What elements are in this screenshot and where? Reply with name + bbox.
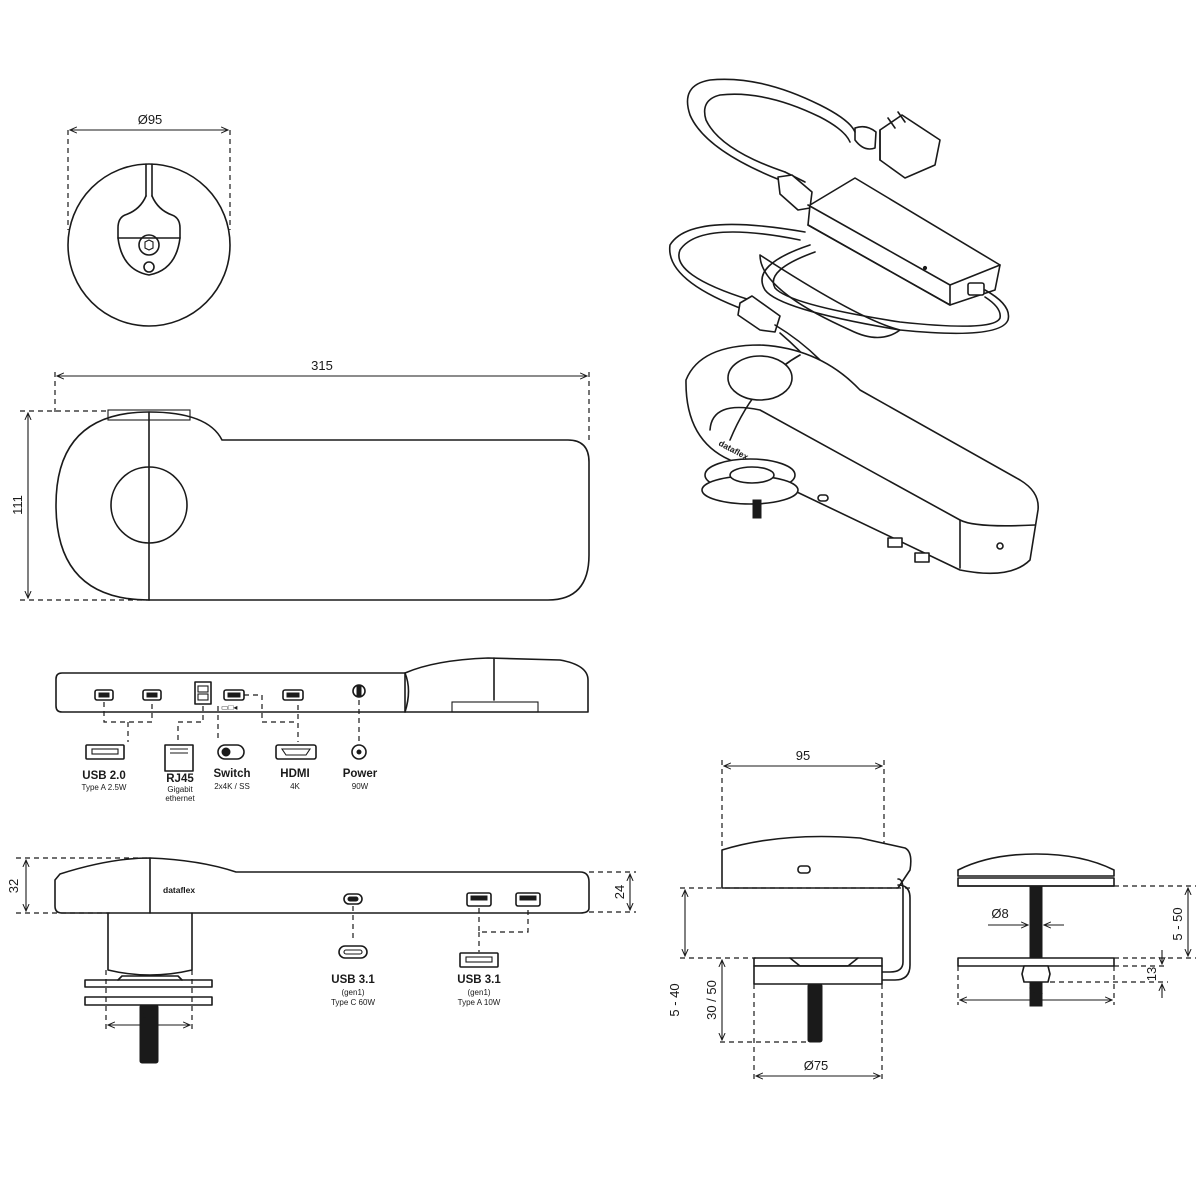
rj45-detail-1: Gigabit	[167, 785, 193, 794]
side-ports-height-label: 24	[612, 885, 627, 899]
hdmi-label: HDMI	[280, 768, 309, 780]
hdmi-port-2	[282, 689, 304, 701]
desk-thickness-label: 5 - 40	[667, 983, 682, 1016]
rj45-port	[194, 681, 212, 705]
height-label: 111	[10, 495, 25, 515]
clamp-width-label: 95	[796, 748, 810, 763]
hdmi-port-1: ▭□◂	[221, 689, 245, 712]
top-diameter-label: Ø95	[138, 112, 163, 127]
usb2-port-1	[94, 689, 114, 701]
clamp-diameter-label: Ø75	[804, 1058, 829, 1073]
usbc-detail: Type C 60W	[331, 998, 375, 1007]
usb3-gen: (gen1)	[467, 988, 490, 997]
plan-view: 315 111	[10, 358, 590, 601]
usb3-detail: Type A 10W	[458, 998, 501, 1007]
grommet-range-label: 5 - 50	[1170, 907, 1185, 940]
usb3-port-2	[515, 892, 541, 907]
power-label: Power	[343, 768, 378, 780]
hdmi-detail: 4K	[290, 782, 300, 791]
usb2-detail: Type A 2.5W	[82, 783, 127, 792]
clamp-view: 95 5 - 40 30 / 50 Ø75	[667, 748, 912, 1080]
usb3-port-1	[466, 892, 492, 907]
bolt-diameter-label: Ø8	[991, 906, 1008, 921]
svg-text:▭□◂: ▭□◂	[221, 703, 237, 712]
brand-logo: dataflex	[163, 885, 195, 895]
usbc-label: USB 3.1	[331, 974, 375, 986]
plate-thickness-label: 13	[1144, 967, 1159, 981]
usb3-label: USB 3.1	[457, 974, 501, 986]
plate-width-label: 91	[1029, 982, 1043, 997]
length-label: 315	[311, 358, 333, 373]
power-port	[352, 684, 366, 698]
side-height-label: 32	[6, 879, 21, 893]
grommet-view: Ø8 5 - 50 13 91	[957, 853, 1196, 1007]
usb2-port-2	[142, 689, 162, 701]
top-view: Ø95	[67, 112, 231, 327]
rj45-detail-2: ethernet	[165, 794, 195, 803]
isometric-view: dataflex	[668, 78, 1039, 575]
base-width-label: 50	[142, 1006, 156, 1021]
power-detail: 90W	[352, 782, 369, 791]
back-port-view: ▭□◂ USB 2.0 Type A 2.5W RJ45	[55, 657, 589, 803]
usbc-gen: (gen1)	[341, 988, 364, 997]
switch-label: Switch	[213, 768, 250, 780]
front-side-view: 32 24 dataflex USB 3.1 (gen1) Type C 60W	[6, 857, 636, 1064]
usb2-label: USB 2.0	[82, 770, 125, 782]
rj45-label: RJ45	[166, 773, 194, 785]
usbc-port	[343, 893, 363, 905]
grommet-thickness-label: 30 / 50	[704, 980, 719, 1020]
switch-detail: 2x4K / SS	[214, 782, 250, 791]
